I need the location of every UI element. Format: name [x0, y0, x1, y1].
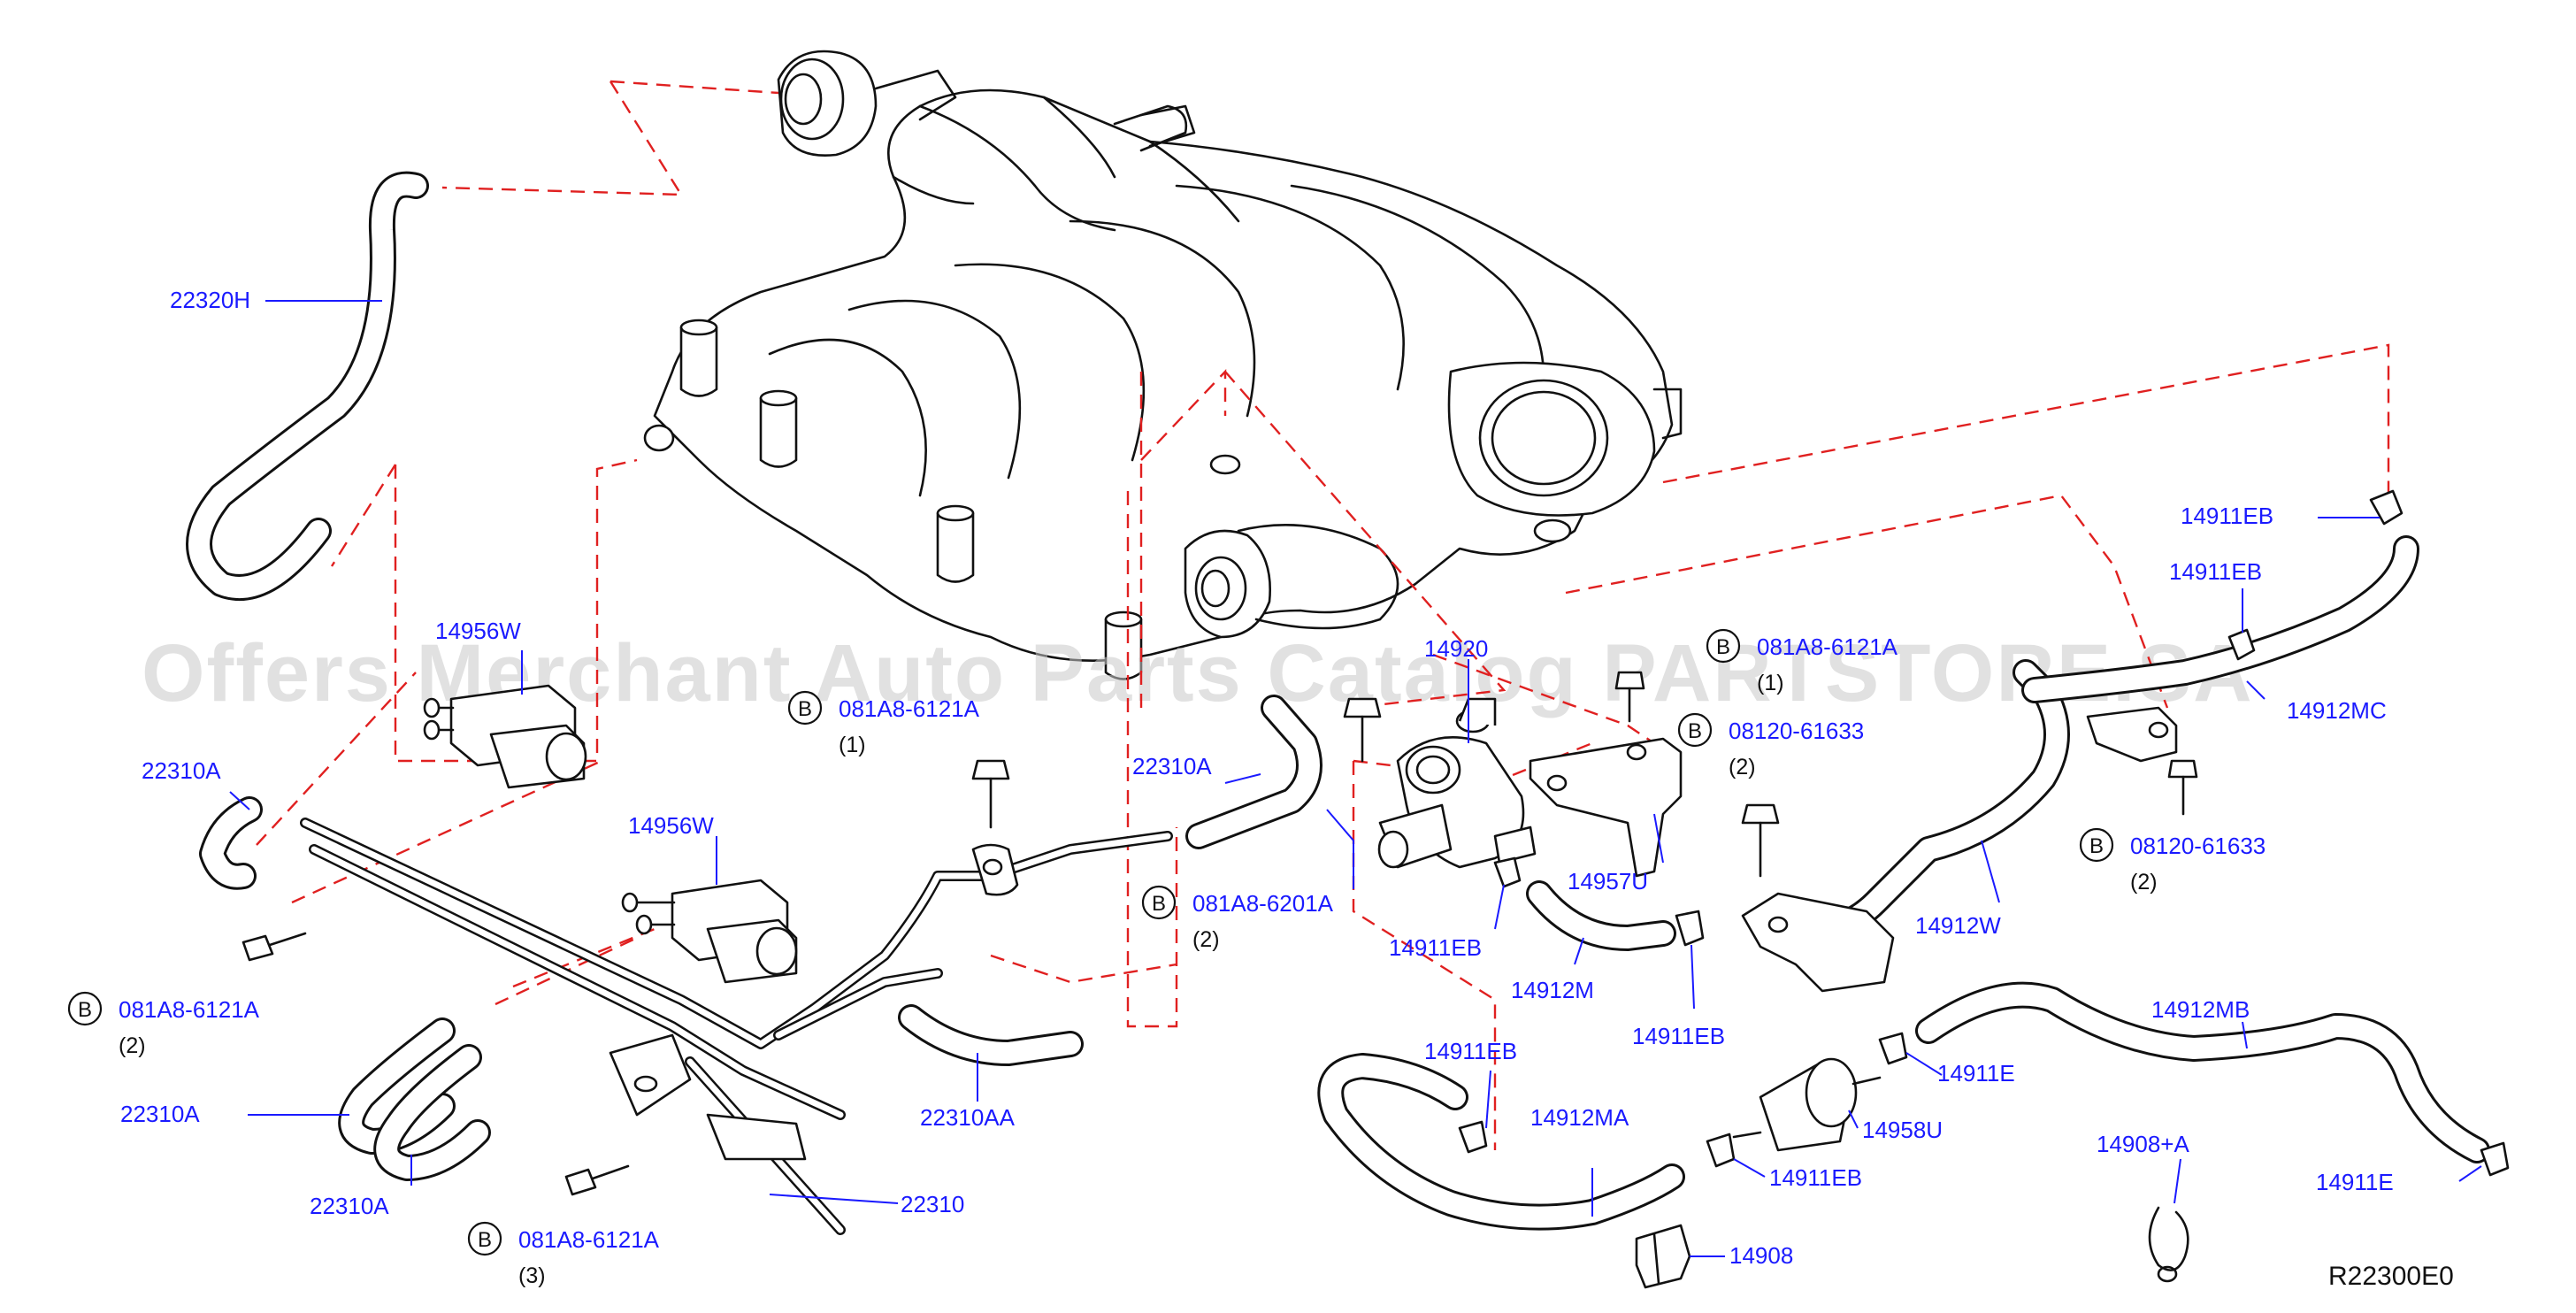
part-label-14911EB-bracket: 14911EB [1632, 1023, 1725, 1049]
hose-bracket-right [2086, 706, 2178, 763]
hose-14912MB [1915, 981, 2490, 1163]
bolt-symbol-circle [1141, 885, 1177, 920]
part-label-14911EB-valve: 14911EB [1389, 934, 1482, 961]
leader-lines [229, 300, 2482, 1257]
part-label-14912MC: 14912MC [2287, 697, 2387, 724]
bolt-qty-1: (1) [839, 733, 866, 757]
hose-clamp-14908A [2148, 1206, 2189, 1283]
bolt-symbol-circle [467, 1221, 502, 1256]
hose-bracket-lower [1741, 892, 1895, 993]
bolt-qty-6: (2) [1729, 755, 1756, 779]
bolt-symbol: B [798, 697, 812, 721]
part-label-22310: 22310 [901, 1191, 964, 1217]
hose-22310AA [898, 1004, 1084, 1066]
part-label-22310A-left: 22310A [120, 1101, 200, 1127]
bolt-symbol-circle [67, 991, 103, 1026]
bolt-qty-3: (3) [518, 1263, 546, 1288]
hose-14912M [1526, 880, 1676, 951]
vacuum-tube-assembly [300, 818, 1173, 1235]
bolt-part-081A8-6121A-5: 081A8-6121A [1757, 633, 1898, 660]
part-label-14911EB-top: 14911EB [2181, 503, 2273, 529]
hose-14912MA [1317, 1053, 1685, 1231]
bolt-symbol-circle [2079, 827, 2114, 863]
part-number-labels: 22320H 14956W 22310A 14956W 22310A 22310… [120, 287, 2394, 1269]
part-label-14912W: 14912W [1915, 912, 2001, 939]
part-label-14911EB-tank: 14911EB [1769, 1164, 1862, 1191]
evap-canister-purge-valve [1377, 697, 1537, 869]
bolt-part-08120-61633-left: 08120-61633 [1729, 718, 1864, 744]
bolt-symbol-circle [1706, 628, 1741, 664]
part-label-22310A-bottom: 22310A [310, 1193, 389, 1219]
clamp-icons [1458, 489, 2510, 1177]
part-label-14912MB: 14912MB [2151, 996, 2250, 1023]
bolt-symbol: B [478, 1228, 492, 1252]
solenoid-valve-upper [423, 684, 587, 789]
part-label-14911EB-mid: 14911EB [2169, 558, 2262, 585]
part-label-14958U: 14958U [1862, 1117, 1943, 1143]
part-label-14911E-tank: 14911E [1937, 1060, 2015, 1086]
part-label-22310A-upper: 22310A [142, 757, 221, 784]
bolt-part-081A8-6121A-1: 081A8-6121A [839, 695, 980, 722]
bolt-qty-7: (2) [2130, 870, 2158, 895]
diagram-reference-code: R22300E0 [2328, 1262, 2454, 1291]
bolt-symbol: B [1688, 719, 1702, 743]
part-label-14957U: 14957U [1568, 868, 1648, 895]
part-label-22320H: 22320H [170, 287, 250, 313]
hose-22310A-lower-left [338, 1017, 491, 1181]
intake-manifold-drawing [643, 50, 1683, 680]
bolt-icons [242, 671, 2198, 1196]
bolt-part-081A8-6121A-2: 081A8-6121A [119, 996, 260, 1023]
part-label-22310A-mid: 22310A [1132, 753, 1212, 779]
part-label-14912M: 14912M [1511, 977, 1594, 1003]
part-label-14912MA: 14912MA [1530, 1104, 1629, 1131]
vacuum-tank [1732, 1057, 1882, 1152]
hose-22310A-mid [1185, 695, 1322, 849]
bolt-symbol: B [78, 998, 92, 1022]
solenoid-valve-lower [621, 879, 798, 984]
bolt-part-081A8-6201A: 081A8-6201A [1192, 890, 1334, 917]
part-label-14908: 14908 [1729, 1242, 1793, 1269]
part-label-14956W-lower: 14956W [628, 812, 714, 839]
bolt-symbol: B [2089, 834, 2104, 858]
bolt-part-081A8-6121A-3: 081A8-6121A [518, 1226, 660, 1253]
bolt-symbol: B [1152, 892, 1166, 916]
bolt-qty-2: (2) [119, 1033, 146, 1058]
bolt-part-08120-61633-right: 08120-61633 [2130, 833, 2266, 859]
bolt-symbol-circle [1677, 712, 1713, 748]
hose-clamp-14908 [1635, 1224, 1691, 1289]
part-label-22310AA: 22310AA [920, 1104, 1016, 1131]
bolt-qty-5: (1) [1757, 671, 1784, 695]
part-label-14908A: 14908+A [2097, 1131, 2189, 1157]
hose-22310A-upper [199, 796, 263, 890]
hose-14912MC [2021, 535, 2419, 703]
part-label-14911EB-hose: 14911EB [1424, 1038, 1517, 1064]
part-label-14911E-right: 14911E [2316, 1169, 2394, 1195]
part-label-14920: 14920 [1424, 635, 1488, 662]
bolt-qty-4: (2) [1192, 927, 1220, 952]
purge-valve-bracket [1529, 737, 1683, 878]
bolt-symbol: B [1716, 635, 1730, 659]
bolt-symbol-circle [787, 690, 823, 726]
bolt-callouts: B 081A8-6121A (1) B 081A8-6121A (2) B 08… [67, 628, 2266, 1288]
hose-22320H [186, 171, 429, 601]
part-label-14956W-upper: 14956W [435, 618, 521, 644]
